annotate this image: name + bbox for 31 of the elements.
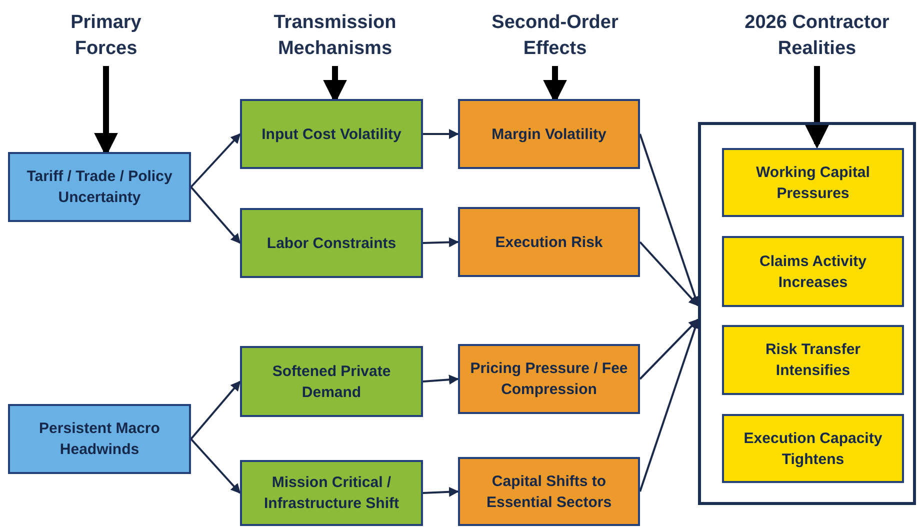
reality-box: Execution Capacity Tightens [722,414,904,483]
column-heading: Transmission Mechanisms [260,10,410,62]
force-box: Tariff / Trade / Policy Uncertainty [8,152,191,222]
arrow [639,241,699,306]
down-arrow [805,66,829,149]
arrow [422,237,459,248]
group-container [698,122,916,505]
column-heading: 2026 Contractor Realities [722,10,912,62]
reality-box: Working Capital Pressures [722,148,904,217]
mechanism-box: Labor Constraints [240,208,423,278]
arrow [423,129,459,139]
mechanism-box: Input Cost Volatility [240,99,423,169]
arrow [639,318,700,492]
reality-box: Risk Transfer Intensifies [722,325,904,395]
arrow [190,186,241,244]
arrow [422,486,459,497]
arrow [190,133,241,188]
column-heading: Second-Order Effects [480,10,630,62]
arrow [190,380,241,440]
arrow [190,438,241,494]
effect-box: Execution Risk [458,207,640,277]
force-box: Persistent Macro Headwinds [8,404,191,474]
mechanism-box: Mission Critical / Infrastructure Shift [240,460,423,526]
effect-box: Margin Volatility [458,99,640,169]
effect-box: Capital Shifts to Essential Sectors [458,457,640,526]
arrow [639,318,699,380]
column-heading: Primary Forces [56,10,156,62]
reality-box: Claims Activity Increases [722,236,904,307]
mechanism-box: Softened Private Demand [240,346,423,417]
effect-box: Pricing Pressure / Fee Compression [458,344,640,414]
arrow [422,374,459,385]
